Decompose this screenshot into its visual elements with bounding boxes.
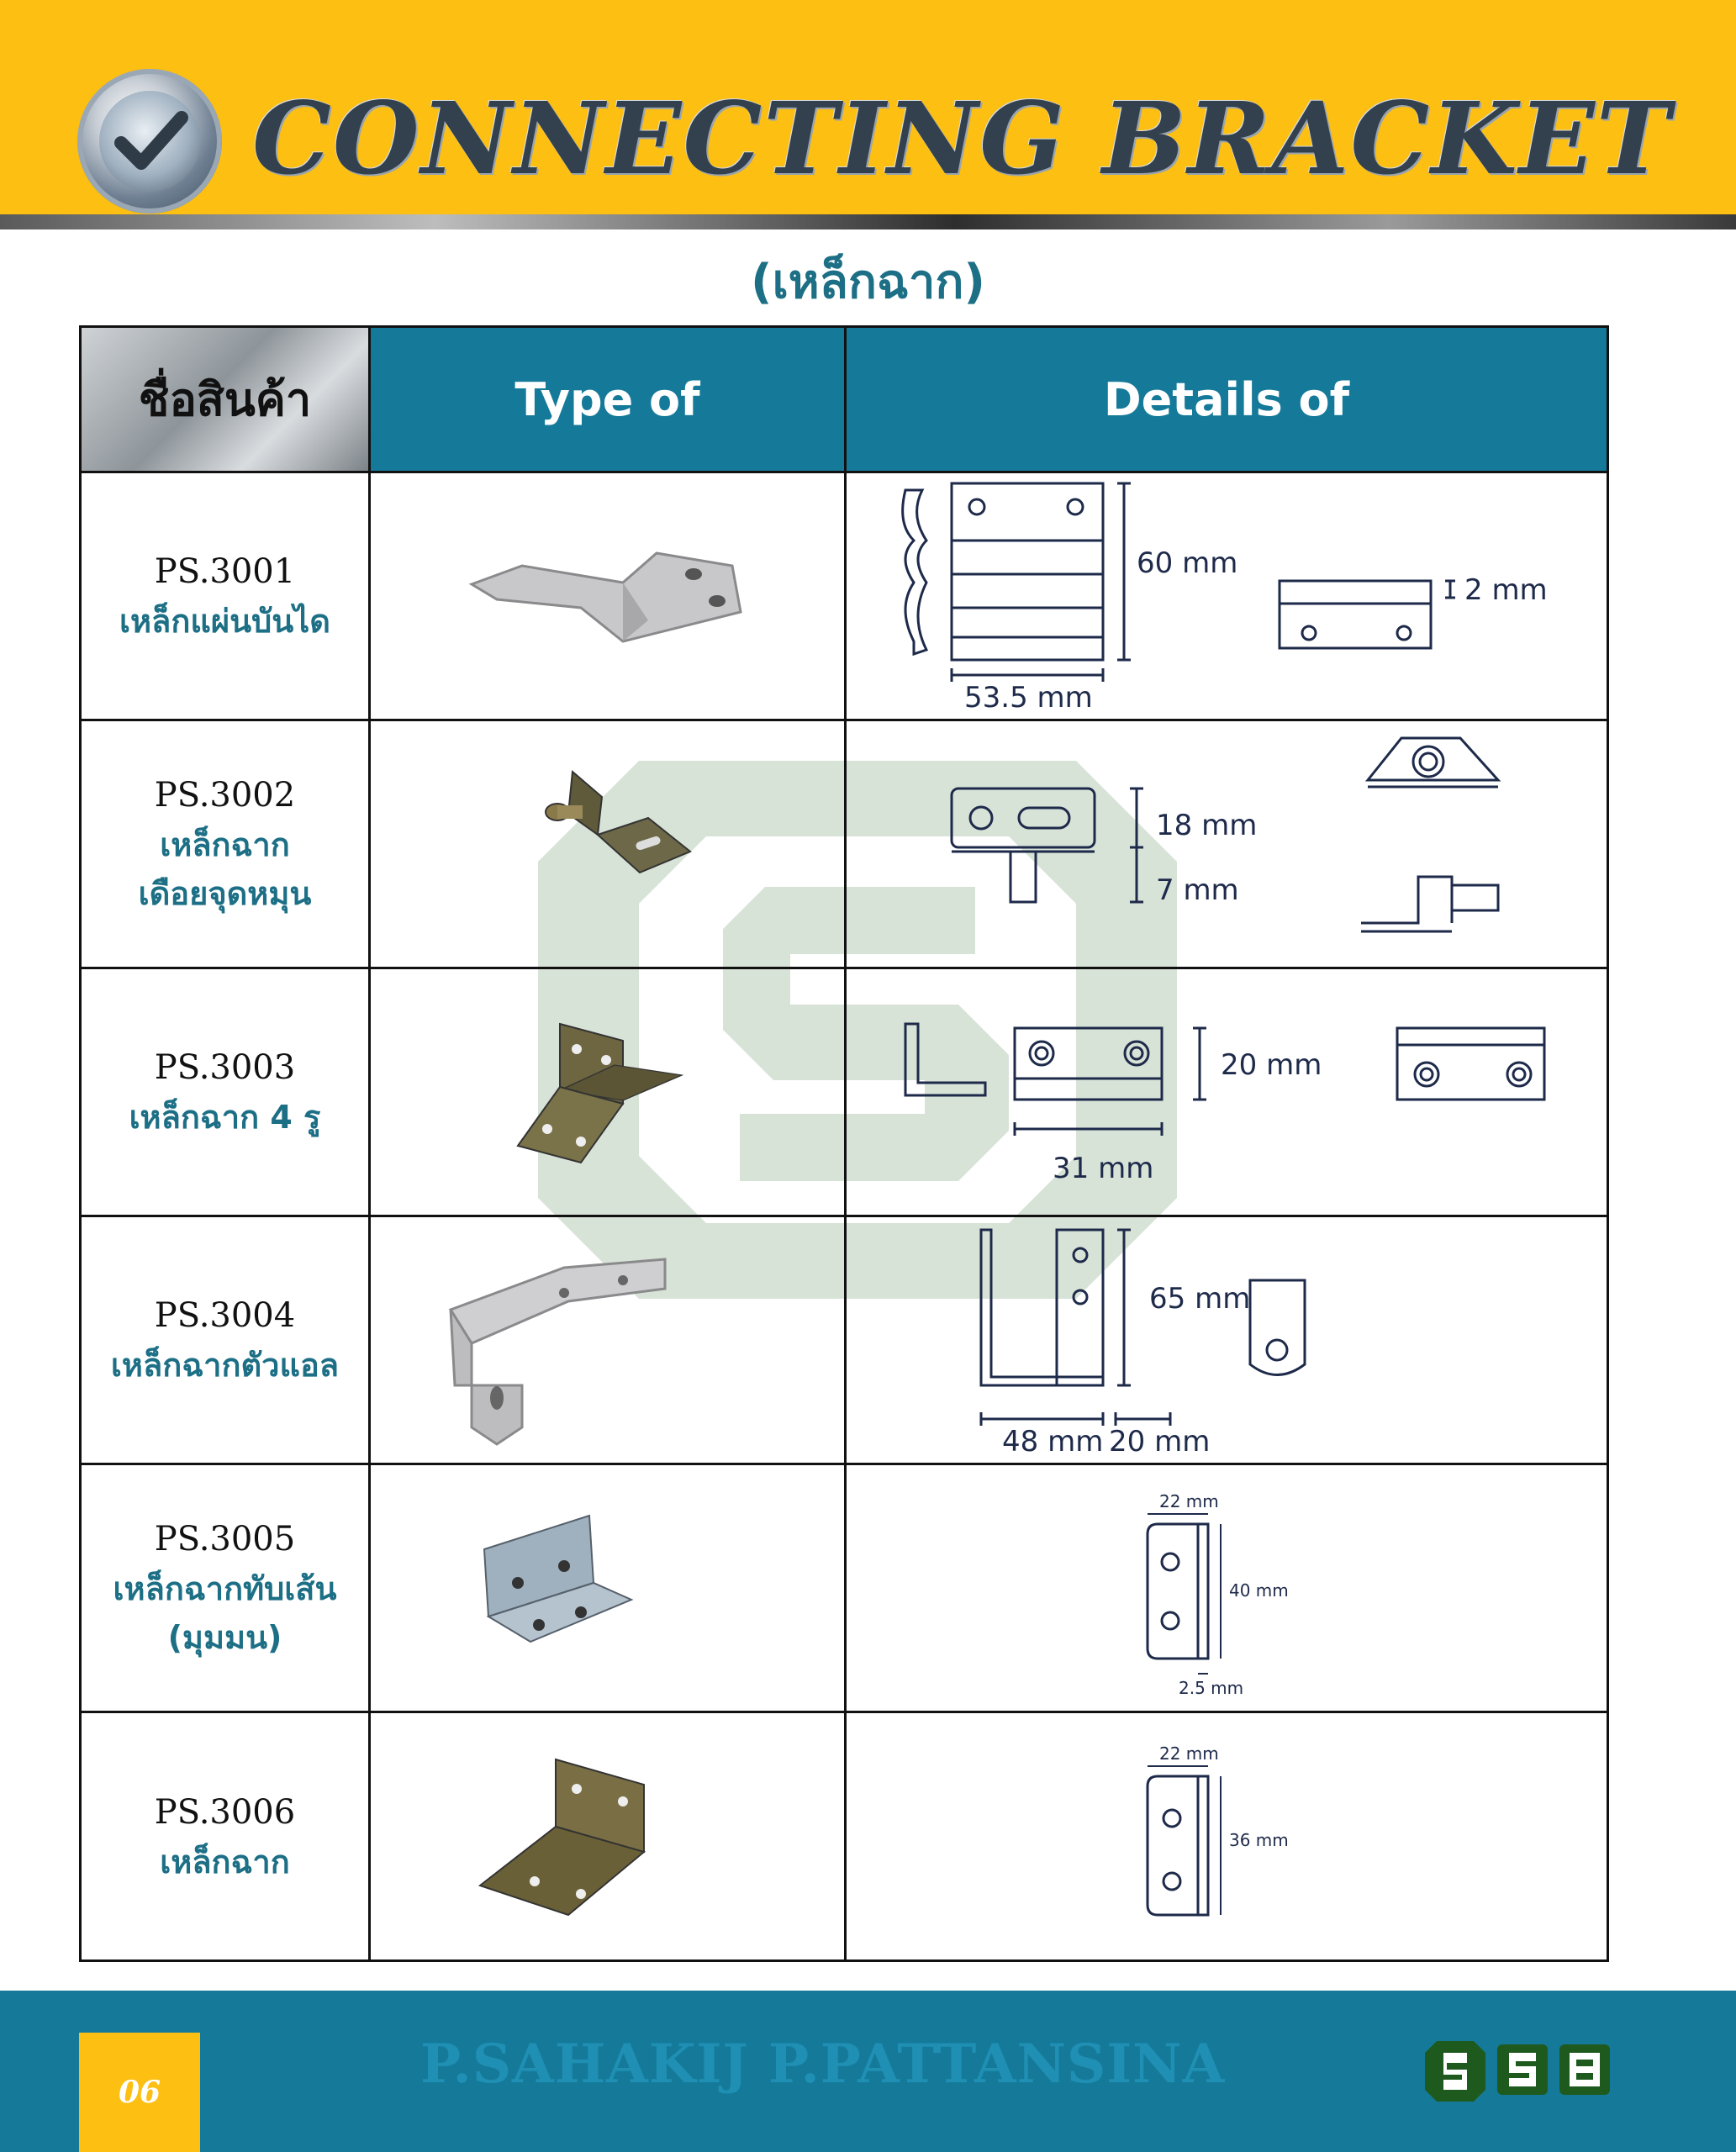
dimension-label: 65 mm [1149, 1282, 1250, 1316]
dimension-label: 36 mm [1229, 1830, 1289, 1850]
product-code: PS.3005 [154, 1520, 296, 1559]
technical-drawing: 20 mm 31 mm [904, 1022, 1546, 1185]
dimension-label: 40 mm [1229, 1580, 1289, 1601]
dimension-label: 31 mm [1053, 1152, 1153, 1185]
product-code: PS.3006 [154, 1792, 296, 1832]
product-name: เหล็กแผ่นบันได [119, 603, 330, 640]
header-details: Details of [847, 328, 1607, 471]
page-subtitle: (เหล็กฉาก) [751, 255, 985, 309]
product-photo [468, 551, 742, 643]
product-table: ชื่อสินค้า Type of Details of PS.3001 เห… [79, 325, 1609, 1962]
header-product-name: ชื่อสินค้า [82, 328, 371, 471]
dimension-label: 2.5 mm [1179, 1678, 1243, 1698]
table-header: ชื่อสินค้า Type of Details of [82, 328, 1607, 471]
header-type: Type of [371, 328, 847, 471]
table-row: PS.3006 เหล็กฉาก 22 mm 36 mm [82, 1711, 1607, 1959]
product-name-line2: (มุมมน) [167, 1619, 282, 1656]
dimension-label: 60 mm [1137, 546, 1237, 580]
table-row: PS.3004 เหล็กฉากตัวแอล [82, 1215, 1607, 1463]
technical-drawing: 60 mm 2 mm 53.5 mm [901, 482, 1548, 715]
dimension-label: 20 mm [1109, 1425, 1210, 1458]
table-row: PS.3002 เหล็กฉาก เดือยจุดหมุน [82, 719, 1607, 967]
product-name: เหล็กฉากทับเส้น [113, 1570, 337, 1607]
dimension-label: 22 mm [1159, 1491, 1219, 1511]
product-name: เหล็กฉากตัวแอล [110, 1347, 340, 1384]
product-name: เหล็กฉาก [160, 1843, 290, 1880]
product-photo [483, 1514, 634, 1643]
product-name: เหล็กฉาก [160, 826, 290, 863]
product-code: PS.3004 [154, 1296, 296, 1335]
table-row: PS.3003 เหล็กฉาก 4 รู [82, 967, 1607, 1215]
checkmark-badge-icon [77, 69, 222, 214]
table-row: PS.3005 เหล็กฉากทับเส้น (มุมมน) [82, 1463, 1607, 1711]
technical-drawing: 18 mm 7 mm [950, 736, 1501, 933]
product-photo [516, 1022, 684, 1164]
product-photo [478, 1758, 646, 1917]
product-code: PS.3002 [154, 776, 296, 815]
product-code: PS.3003 [154, 1048, 296, 1087]
product-photo [448, 1258, 667, 1446]
page-number: 06 [118, 2075, 161, 2110]
page-header [0, 0, 1736, 217]
page-title: CONNECTING BRACKET [252, 80, 1672, 197]
dimension-label: 22 mm [1159, 1743, 1219, 1764]
product-photo [545, 769, 692, 874]
dimension-label: 48 mm [1002, 1425, 1103, 1458]
product-name: เหล็กฉาก 4 รู [129, 1099, 321, 1136]
dimension-label: 53.5 mm [964, 681, 1093, 715]
table-row: PS.3001 เหล็กแผ่นบันได [82, 471, 1607, 719]
dimension-label: 20 mm [1221, 1048, 1322, 1082]
dimension-label: 7 mm [1156, 873, 1239, 907]
footer-brand: P.SAHAKIJ P.PATTANSINA [420, 2033, 1226, 2096]
brand-logos-icon [1425, 2041, 1610, 2102]
product-code: PS.3001 [154, 552, 296, 591]
dimension-label: 2 mm [1464, 573, 1548, 607]
header-strip [0, 214, 1736, 229]
dimension-label: 18 mm [1156, 809, 1257, 842]
technical-drawing: 22 mm 40 mm 2.5 mm [1146, 1491, 1289, 1698]
product-name-line2: เดือยจุดหมุน [138, 875, 312, 912]
technical-drawing: 22 mm 36 mm [1146, 1743, 1289, 1917]
page-number-box: 06 [79, 2033, 200, 2152]
technical-drawing: 65 mm 48 mm 20 mm [979, 1228, 1306, 1458]
